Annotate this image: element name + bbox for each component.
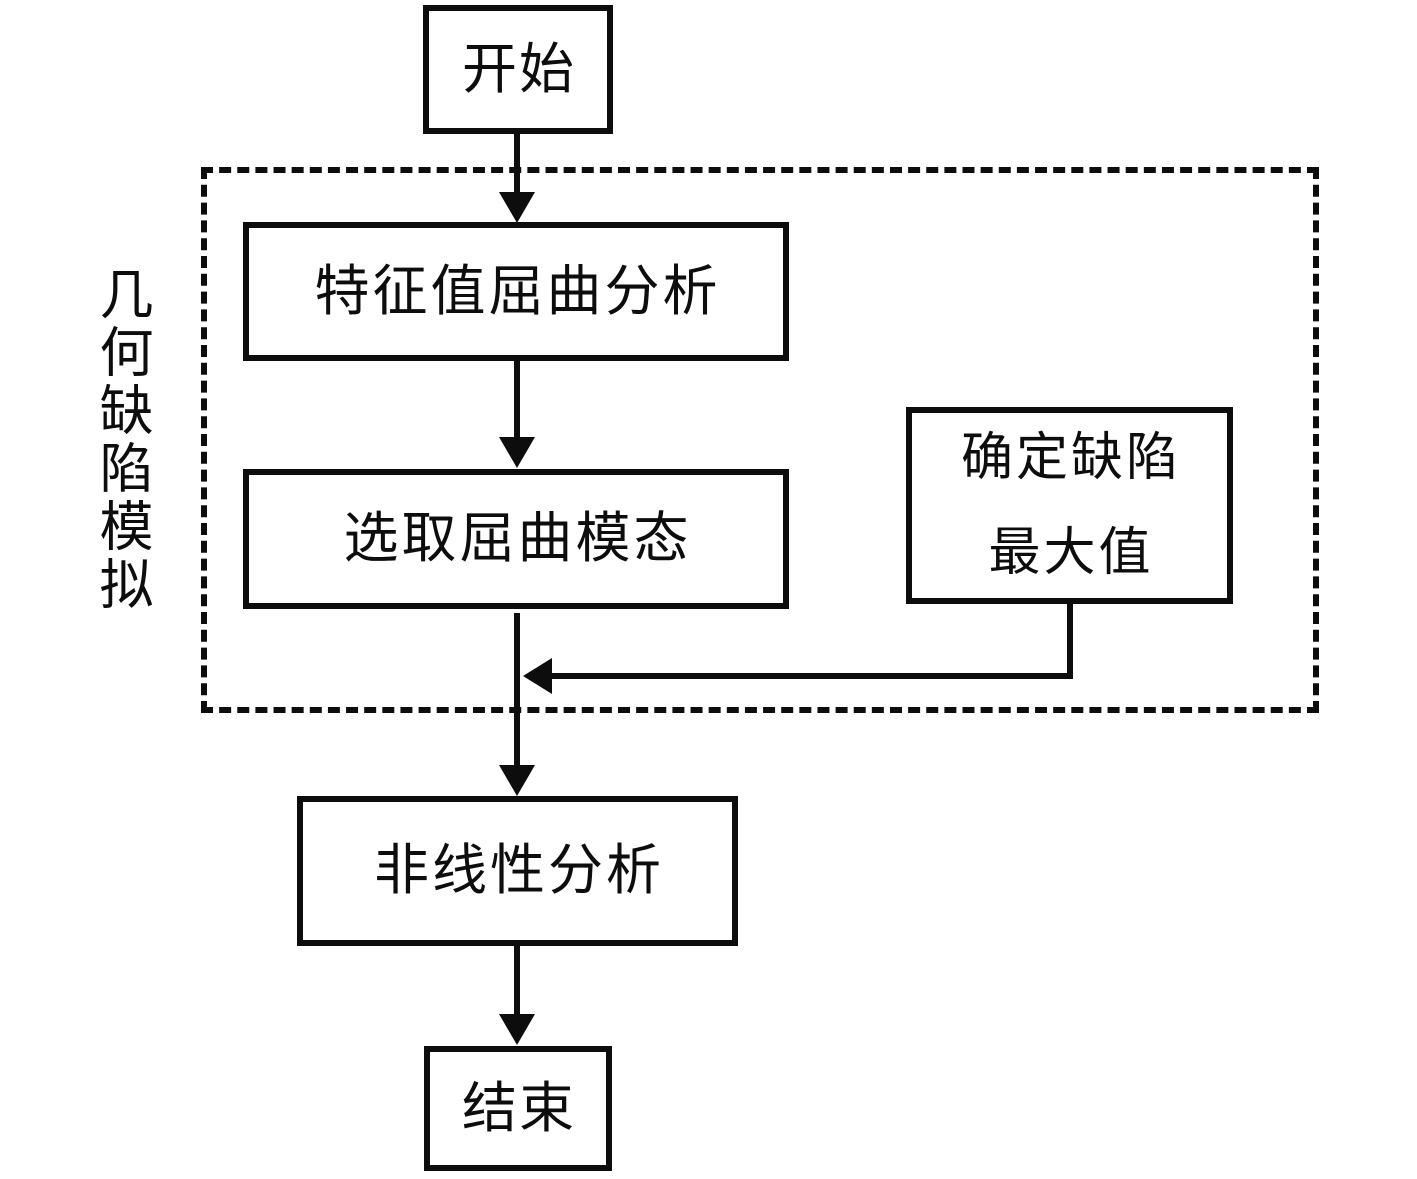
nonlinear-analysis-node: 非线性分析: [297, 796, 738, 946]
arrowhead-nonlinear-to-end: [499, 1014, 535, 1045]
select-buckling-mode-label: 选取屈曲模态: [343, 506, 692, 571]
end-node-label: 结束: [461, 1075, 576, 1140]
determine-defect-max-label-line1: 确定缺陷: [960, 427, 1181, 488]
start-node-label: 开始: [461, 36, 576, 101]
nonlinear-analysis-label: 非线性分析: [373, 838, 664, 903]
geometric-defect-simulation-group-label: 几何缺陷模拟: [90, 266, 153, 614]
geometric-defect-simulation-group-frame: [201, 167, 1319, 713]
eigenvalue-buckling-analysis-label: 特征值屈曲分析: [314, 258, 721, 323]
start-node: 开始: [423, 5, 613, 134]
end-node: 结束: [424, 1046, 612, 1171]
select-buckling-mode-node: 选取屈曲模态: [243, 469, 789, 609]
determine-defect-max-node: 确定缺陷 最大值: [906, 407, 1233, 604]
arrowhead-mode-to-nonlinear: [499, 765, 535, 796]
eigenvalue-buckling-analysis-node: 特征值屈曲分析: [243, 222, 789, 361]
determine-defect-max-label-line2: 最大值: [988, 522, 1154, 583]
